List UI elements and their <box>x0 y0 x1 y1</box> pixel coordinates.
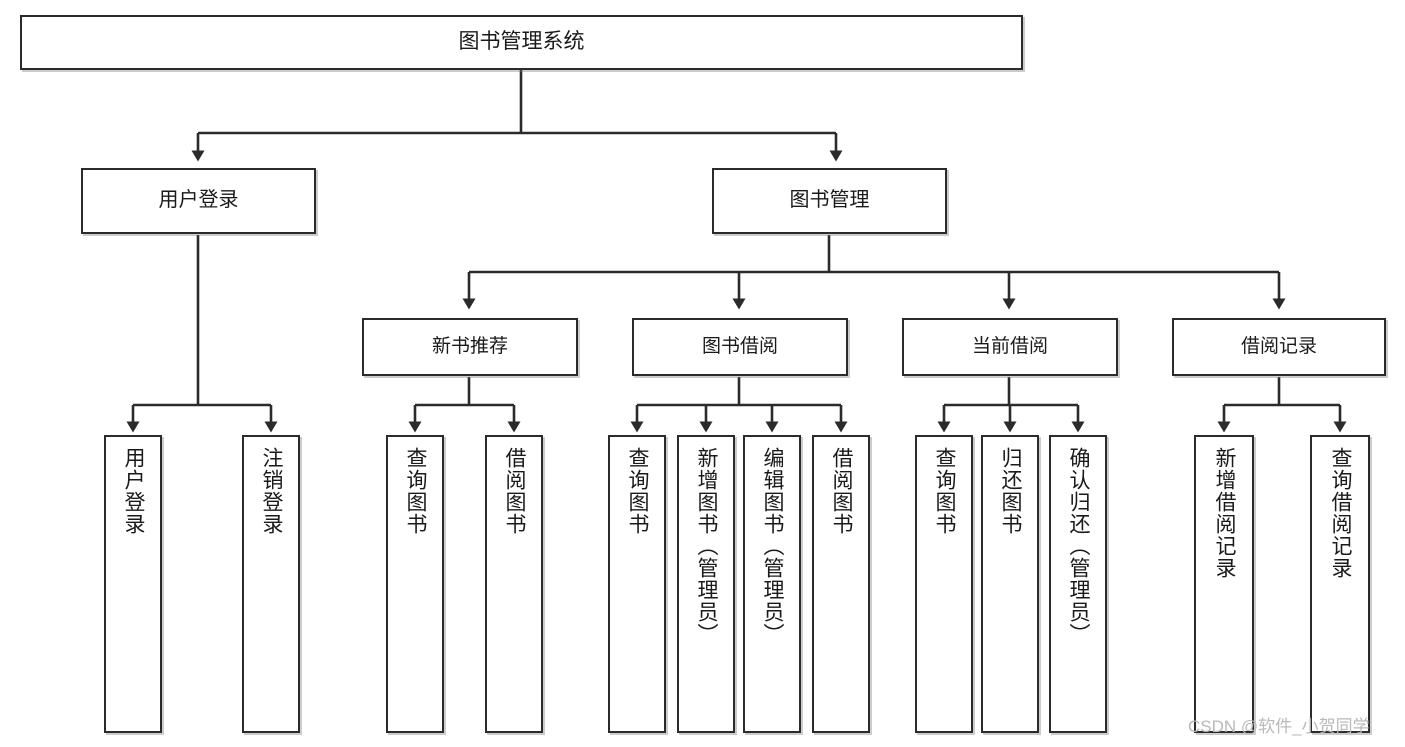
leaf-add-book[interactable]: 新增图书（管理员） <box>677 435 735 733</box>
node-current-borrow[interactable]: 当前借阅 <box>902 318 1118 376</box>
node-label: 用户登录 <box>122 447 146 535</box>
node-label: 当前借阅 <box>971 335 1048 357</box>
node-label: 归还图书 <box>999 447 1023 535</box>
leaf-query-book-recommend[interactable]: 查询图书 <box>386 435 444 733</box>
node-label: 查询借阅记录 <box>1329 447 1353 579</box>
node-label: 确认归还（管理员） <box>1067 447 1091 645</box>
leaf-user-login[interactable]: 用户登录 <box>104 435 162 733</box>
leaf-query-book-current[interactable]: 查询图书 <box>915 435 973 733</box>
node-user-login[interactable]: 用户登录 <box>81 168 316 234</box>
node-label: 编辑图书（管理员） <box>761 447 785 645</box>
node-label: 查询图书 <box>933 447 957 535</box>
node-new-book-recommend[interactable]: 新书推荐 <box>362 318 578 376</box>
watermark: CSDN @软件_小贺同学 <box>1188 717 1370 736</box>
leaf-edit-book[interactable]: 编辑图书（管理员） <box>743 435 801 733</box>
leaf-add-borrow-record[interactable]: 新增借阅记录 <box>1194 435 1254 733</box>
node-label: 借阅图书 <box>830 447 854 535</box>
node-book-manage[interactable]: 图书管理 <box>712 168 947 234</box>
node-label: 借阅图书 <box>503 447 527 535</box>
leaf-borrow-book[interactable]: 借阅图书 <box>812 435 870 733</box>
node-label: 图书管理 <box>789 189 870 212</box>
node-label: 图书管理系统 <box>458 30 585 54</box>
node-label: 借阅记录 <box>1240 335 1317 357</box>
node-label: 新书推荐 <box>431 335 508 357</box>
node-book-borrow[interactable]: 图书借阅 <box>632 318 848 376</box>
leaf-logout-login[interactable]: 注销登录 <box>242 435 300 733</box>
node-label: 用户登录 <box>158 189 239 212</box>
leaf-borrow-book-recommend[interactable]: 借阅图书 <box>485 435 543 733</box>
node-borrow-record[interactable]: 借阅记录 <box>1172 318 1386 376</box>
leaf-query-book-borrow[interactable]: 查询图书 <box>608 435 666 733</box>
node-label: 注销登录 <box>260 447 284 535</box>
node-label: 新增借阅记录 <box>1213 447 1237 579</box>
leaf-return-book[interactable]: 归还图书 <box>981 435 1039 733</box>
leaf-query-borrow-record[interactable]: 查询借阅记录 <box>1310 435 1370 733</box>
node-root-book-management-system[interactable]: 图书管理系统 <box>20 15 1023 70</box>
node-label: 新增图书（管理员） <box>695 447 719 645</box>
leaf-confirm-return[interactable]: 确认归还（管理员） <box>1049 435 1107 733</box>
node-label: 图书借阅 <box>701 335 778 357</box>
node-label: 查询图书 <box>626 447 650 535</box>
node-label: 查询图书 <box>404 447 428 535</box>
